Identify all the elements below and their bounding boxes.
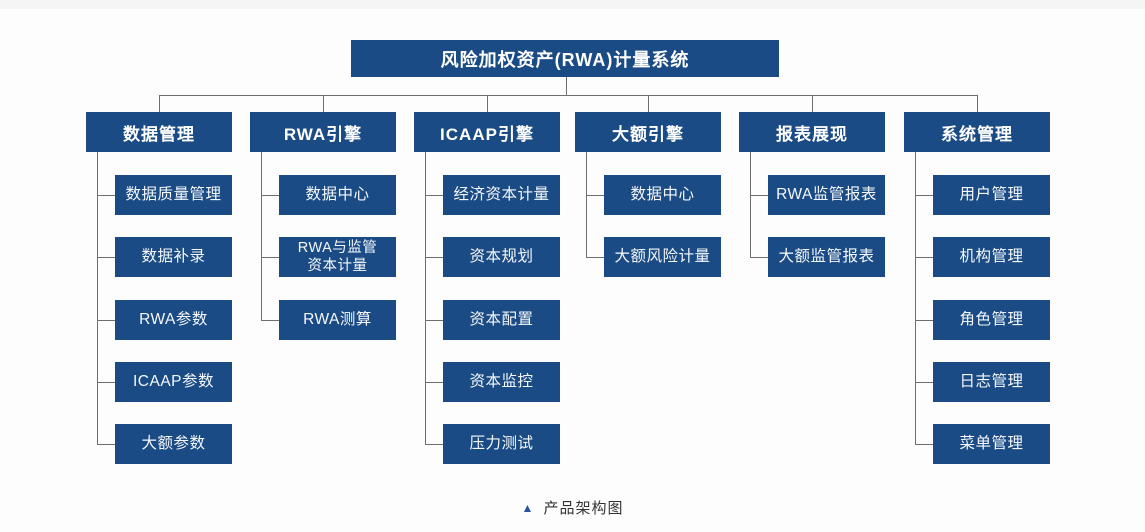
child-node: 数据质量管理 <box>115 175 232 215</box>
child-node: 日志管理 <box>933 362 1050 402</box>
child-node: RWA监管报表 <box>768 175 885 215</box>
connector-line <box>915 152 916 444</box>
connector-line <box>159 95 160 112</box>
connector-line <box>261 257 279 258</box>
caption-triangle-icon: ▲ <box>521 500 535 515</box>
connector-line <box>97 382 115 383</box>
connector-line <box>425 444 443 445</box>
diagram-caption: ▲ 产品架构图 <box>0 497 1145 518</box>
child-node: 数据补录 <box>115 237 232 277</box>
connector-line <box>977 95 978 112</box>
connector-line <box>566 77 567 95</box>
column-header-6: 系统管理 <box>904 112 1050 152</box>
connector-line <box>425 152 426 444</box>
child-node: 机构管理 <box>933 237 1050 277</box>
column-header-5: 报表展现 <box>739 112 885 152</box>
connector-line <box>323 95 324 112</box>
connector-line <box>425 195 443 196</box>
connector-line <box>812 95 813 112</box>
connector-line <box>586 195 604 196</box>
connector-line <box>750 195 768 196</box>
connector-line <box>915 195 933 196</box>
connector-line <box>97 444 115 445</box>
connector-line <box>261 320 279 321</box>
connector-line <box>261 195 279 196</box>
connector-line <box>586 152 587 257</box>
top-strip <box>0 0 1145 9</box>
connector-line <box>915 257 933 258</box>
child-node: 大额风险计量 <box>604 237 721 277</box>
root-node: 风险加权资产(RWA)计量系统 <box>351 40 779 77</box>
child-node: 资本监控 <box>443 362 560 402</box>
connector-line <box>261 152 262 320</box>
connector-line <box>750 152 751 257</box>
child-node: RWA与监管 资本计量 <box>279 237 396 277</box>
connector-line <box>648 95 649 112</box>
caption-label: 产品架构图 <box>543 500 624 517</box>
child-node: ICAAP参数 <box>115 362 232 402</box>
child-node: 资本配置 <box>443 300 560 340</box>
connector-line <box>586 257 604 258</box>
connector-line <box>425 257 443 258</box>
column-header-1: 数据管理 <box>86 112 232 152</box>
child-node: 用户管理 <box>933 175 1050 215</box>
connector-line <box>159 95 977 96</box>
child-node: 经济资本计量 <box>443 175 560 215</box>
child-node: RWA测算 <box>279 300 396 340</box>
child-node: 菜单管理 <box>933 424 1050 464</box>
child-node: 角色管理 <box>933 300 1050 340</box>
child-node: 大额参数 <box>115 424 232 464</box>
column-header-2: RWA引擎 <box>250 112 396 152</box>
connector-line <box>487 95 488 112</box>
column-header-4: 大额引擎 <box>575 112 721 152</box>
connector-line <box>97 320 115 321</box>
child-node: 数据中心 <box>279 175 396 215</box>
child-node: 资本规划 <box>443 237 560 277</box>
connector-line <box>915 320 933 321</box>
connector-line <box>915 444 933 445</box>
connector-line <box>97 257 115 258</box>
child-node: RWA参数 <box>115 300 232 340</box>
child-node: 压力测试 <box>443 424 560 464</box>
child-node: 数据中心 <box>604 175 721 215</box>
column-header-3: ICAAP引擎 <box>414 112 560 152</box>
connector-line <box>915 382 933 383</box>
connector-line <box>425 382 443 383</box>
connector-line <box>97 152 98 444</box>
child-node: 大额监管报表 <box>768 237 885 277</box>
connector-line <box>97 195 115 196</box>
connector-line <box>425 320 443 321</box>
connector-line <box>750 257 768 258</box>
